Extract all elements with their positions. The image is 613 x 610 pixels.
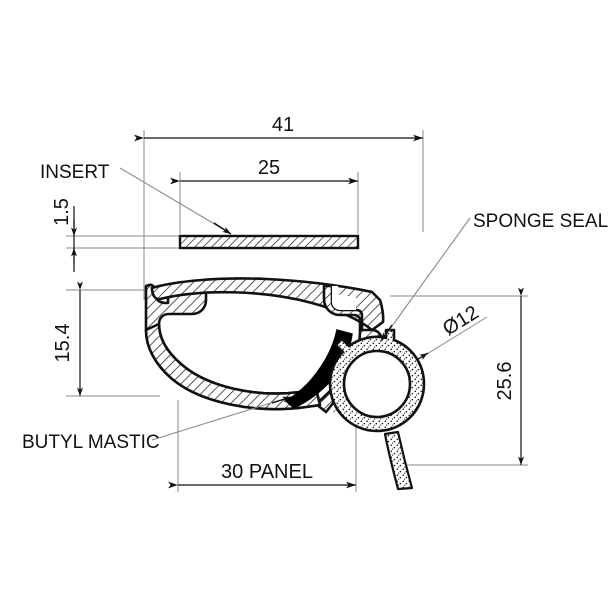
label-sponge-seal: SPONGE SEAL: [473, 211, 608, 232]
dimension-insert-thickness: 1.5: [51, 198, 78, 272]
sponge-ring-bore: [342, 349, 412, 419]
leader-arrow-sponge: [380, 324, 393, 342]
leader-lines: [119, 167, 471, 441]
leader-sponge-seal: [381, 217, 471, 341]
dimension-profile-height: 15.4: [52, 281, 84, 396]
dimension-insert-width: 25: [170, 157, 358, 185]
profile-right-hook-void: [324, 286, 356, 310]
insert-bar-body: [178, 234, 360, 250]
leader-arrow-insert: [213, 222, 232, 235]
dimension-text-panel: 30 PANEL: [221, 461, 313, 483]
leader-insert: [119, 167, 229, 233]
leader-arrow-mastic: [271, 396, 292, 404]
dimension-text-insert-width: 25: [258, 157, 280, 179]
dimension-text-overall-width: 41: [272, 114, 294, 136]
sponge-seal-tail: [383, 430, 414, 491]
leader-butyl-mastic: [151, 396, 291, 441]
leader-arrowheads: [213, 222, 393, 404]
sponge-seal-bulb: [328, 328, 426, 491]
dimension-overall-height: 25.6: [494, 287, 525, 465]
profile-lower-tongue: [144, 322, 322, 411]
label-butyl-mastic: BUTYL MASTIC: [22, 432, 160, 453]
dimension-text-profile-height: 15.4: [52, 324, 74, 363]
dimension-overall-width: 41: [134, 114, 423, 142]
dimension-panel: 30 PANEL: [168, 461, 356, 489]
dimension-text-overall-height: 25.6: [494, 362, 516, 401]
insert-bar: [178, 234, 360, 250]
dimension-text-insert-thickness: 1.5: [51, 198, 73, 226]
label-insert: INSERT: [40, 162, 110, 183]
